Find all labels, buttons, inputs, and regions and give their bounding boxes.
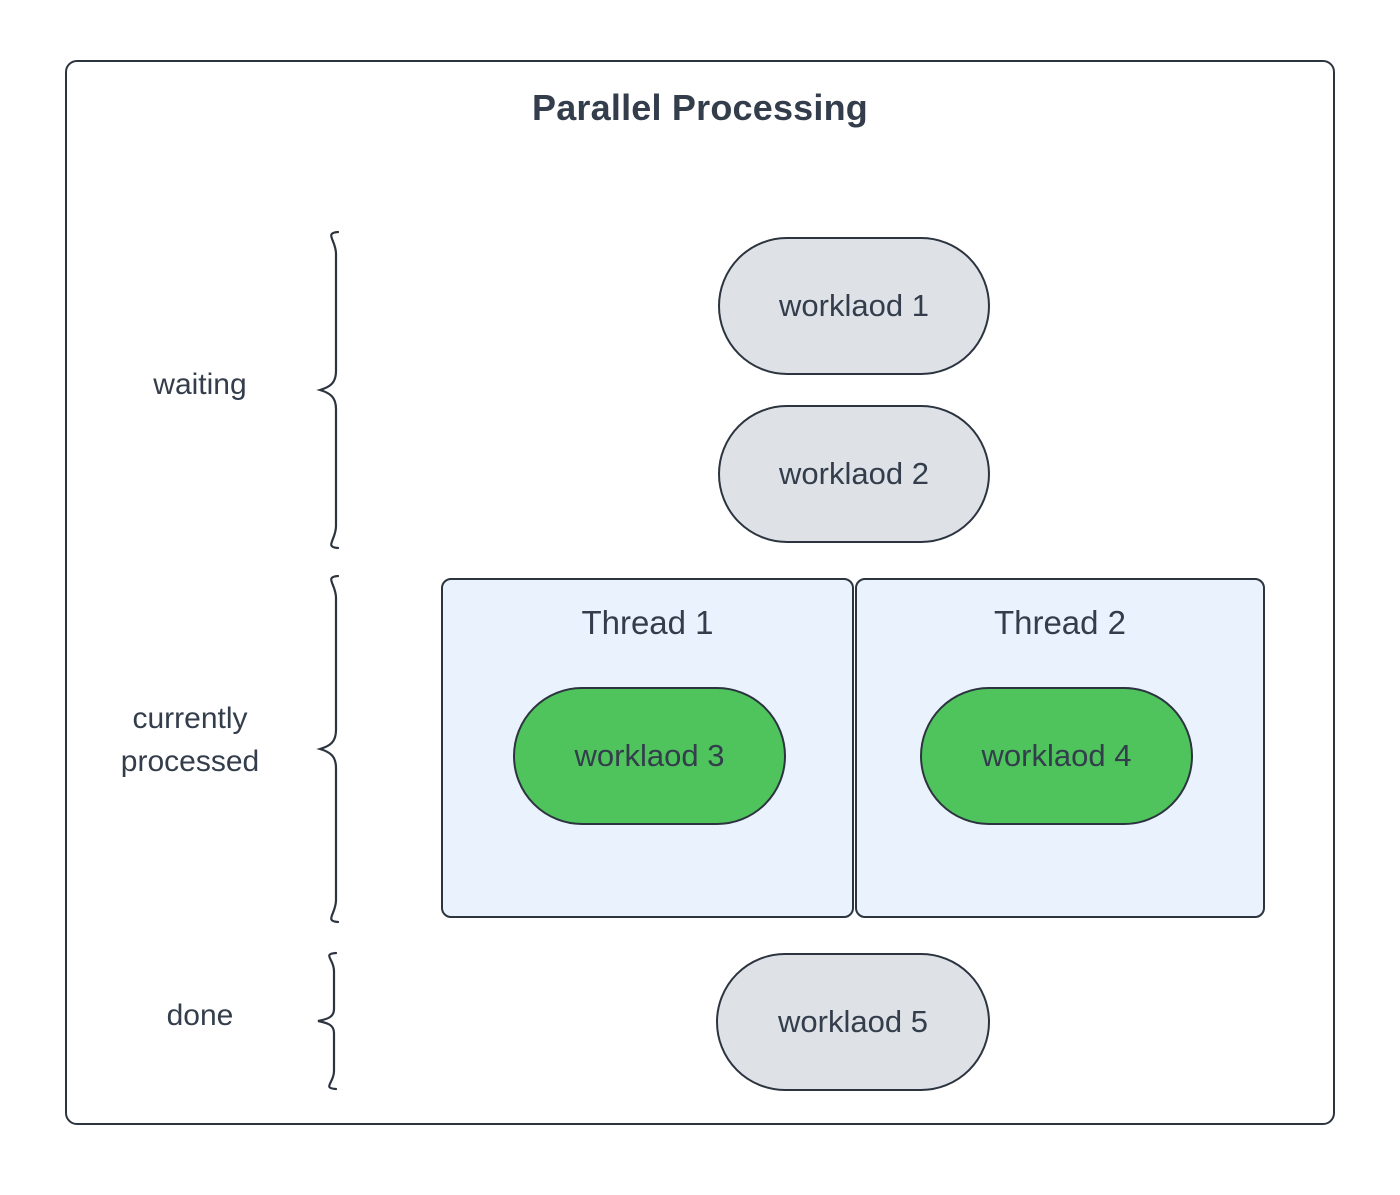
workload-label: worklaod 1 <box>779 288 929 323</box>
stage-label-done: done <box>166 999 234 1032</box>
thread-title-1: Thread 1 <box>581 604 714 641</box>
thread-title-2: Thread 2 <box>993 604 1127 641</box>
workload-pill-1[interactable]: worklaod 1 <box>718 237 990 375</box>
workload-label: worklaod 3 <box>574 738 725 773</box>
workload-pill-3[interactable]: worklaod 3 <box>513 687 786 825</box>
workload-pill-5[interactable]: worklaod 5 <box>716 953 990 1091</box>
workload-label: worklaod 2 <box>779 456 929 491</box>
workload-label: worklaod 5 <box>778 1004 928 1039</box>
page-title: Parallel Processing <box>532 87 868 128</box>
workload-pill-4[interactable]: worklaod 4 <box>920 687 1193 825</box>
stage-label-waiting: waiting <box>153 368 247 401</box>
stage-label-currently-processed: currently processed <box>120 702 260 778</box>
workload-pill-2[interactable]: worklaod 2 <box>718 405 990 543</box>
workload-label: worklaod 4 <box>981 738 1132 773</box>
